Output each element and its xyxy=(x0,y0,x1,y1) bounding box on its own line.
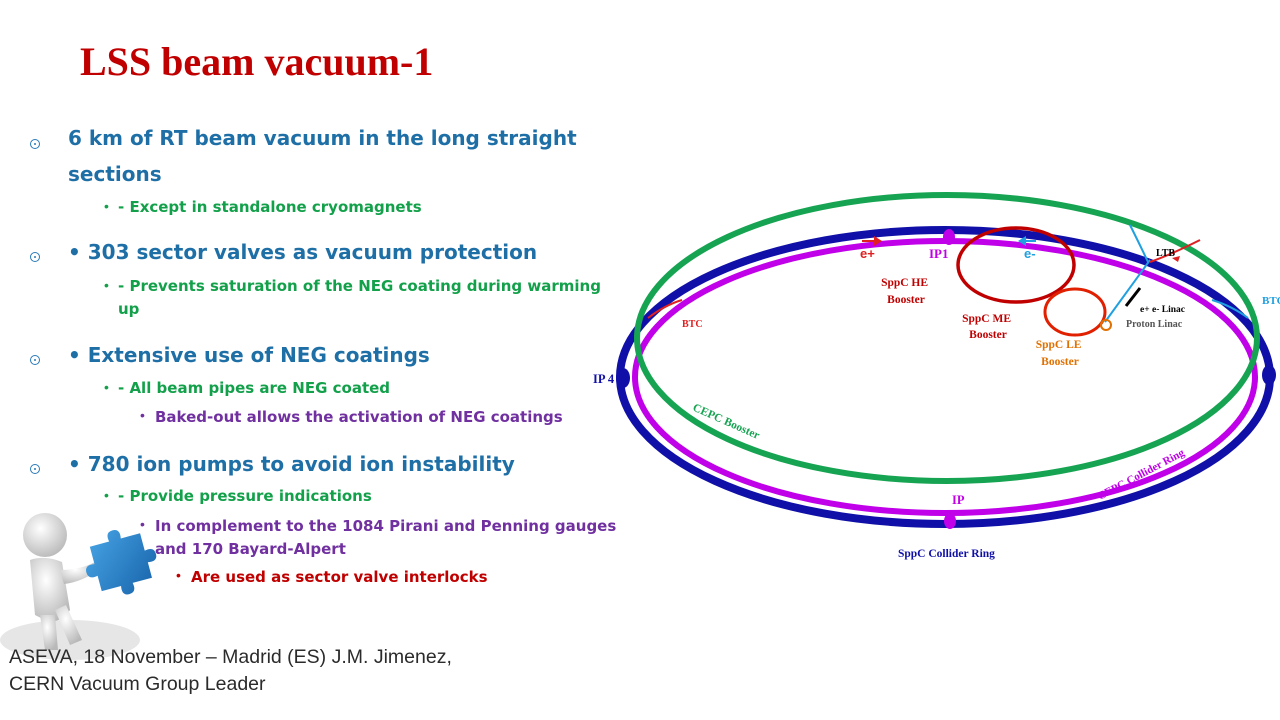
ip1-label: IP1 xyxy=(929,246,949,261)
bullet-3-sub-1: - All beam pipes are NEG coated xyxy=(118,379,391,397)
bullet-marker-icon xyxy=(30,464,40,474)
sppc-le-booster-ring xyxy=(1043,287,1107,337)
btc-right-line xyxy=(1211,299,1249,319)
btc-left-line xyxy=(647,299,683,319)
bullet-2-sub-1: - Prevents saturation of the NEG coating… xyxy=(118,277,601,318)
bullet-marker-icon xyxy=(30,139,40,149)
bullet-1: 6 km of RT beam vacuum in the long strai… xyxy=(68,126,577,186)
sppc-le-booster-text-line2: Booster xyxy=(1041,356,1079,368)
bullet-3: • Extensive use of NEG coatings xyxy=(68,343,430,367)
ip-bottom-label: IP xyxy=(952,493,965,507)
sub-bullet-marker-icon: • xyxy=(104,198,109,214)
bullet-4: • 780 ion pumps to avoid ion instability xyxy=(68,452,515,476)
sub-bullet-marker-icon: • xyxy=(104,277,109,293)
ip-bottom-marker xyxy=(944,513,956,529)
sppc-me-booster-text-line2: Booster xyxy=(969,329,1007,341)
linac-label: e+ e- Linac xyxy=(1140,305,1185,315)
sub-bullet-marker-icon: • xyxy=(104,487,109,503)
e-minus-label: e- xyxy=(1024,246,1036,261)
sppc-le-booster-label: SppC LE Booster xyxy=(1036,339,1085,368)
cepc-booster-ring xyxy=(634,192,1260,484)
sppc-he-booster-text: SppC HE xyxy=(881,277,928,289)
sppc-he-booster-label: SppC HE Booster xyxy=(881,277,931,306)
bullet-marker-icon xyxy=(30,355,40,365)
e-plus-arrow-icon xyxy=(862,236,882,246)
page-title: LSS beam vacuum-1 xyxy=(80,39,434,84)
bullet-marker-icon xyxy=(30,252,40,262)
sppc-me-booster-ring xyxy=(956,226,1076,304)
sppc-collider-ring-label: SppC Collider Ring xyxy=(898,548,995,560)
sub-bullet-marker-icon: • xyxy=(104,379,109,395)
proton-linac-label: Proton Linac xyxy=(1126,319,1183,330)
ip4-label: IP 4 xyxy=(593,372,615,386)
ltb-blue-line xyxy=(1129,224,1149,263)
bullet-1-sub-1: - Except in standalone cryomagnets xyxy=(118,198,422,216)
sppc-he-booster-text-line2: Booster xyxy=(887,294,925,306)
ltb-label: LTB xyxy=(1156,248,1175,259)
ip4-marker xyxy=(616,368,630,388)
sppc-le-booster-text: SppC LE xyxy=(1036,339,1082,351)
sppc-me-booster-label: SppC ME Booster xyxy=(962,313,1014,341)
bullet-4-sub-1-sub-1-sub-1: Are used as sector valve interlocks xyxy=(191,568,488,586)
bullet-3-sub-1-sub-1: Baked-out allows the activation of NEG c… xyxy=(155,408,563,426)
cepc-collider-ring xyxy=(632,238,1258,516)
linac-segment xyxy=(1124,287,1142,307)
bullet-2: • 303 sector valves as vacuum protection xyxy=(68,240,538,264)
ip-right-marker xyxy=(1262,365,1276,385)
e-minus-arrow-icon xyxy=(1018,236,1036,246)
sub-sub-bullet-marker-icon: • xyxy=(140,407,145,423)
linac-source xyxy=(1100,319,1112,331)
bullet-4-sub-1-sub-1: In complement to the 1084 Pirani and Pen… xyxy=(155,517,617,558)
ip1-marker xyxy=(943,229,955,245)
e-plus-label: e+ xyxy=(860,246,875,261)
sub-sub-sub-bullet-marker-icon: • xyxy=(176,567,181,583)
linac-line xyxy=(1104,259,1151,323)
btc-right-label: BTC xyxy=(1262,295,1280,307)
footer-credit: ASEVA, 18 November – Madrid (ES) J.M. Ji… xyxy=(9,646,452,695)
bullet-4-sub-1: - Provide pressure indications xyxy=(118,487,372,505)
ltb-arrow-icon xyxy=(1172,256,1180,262)
ltb-line xyxy=(1149,239,1201,263)
puzzle-person-icon xyxy=(0,513,157,660)
sub-sub-bullet-marker-icon: • xyxy=(140,516,145,532)
sppc-me-booster-text: SppC ME xyxy=(962,313,1011,325)
btc-left-label: BTC xyxy=(682,319,703,330)
bullet-list: 6 km of RT beam vacuum in the long strai… xyxy=(0,0,640,600)
